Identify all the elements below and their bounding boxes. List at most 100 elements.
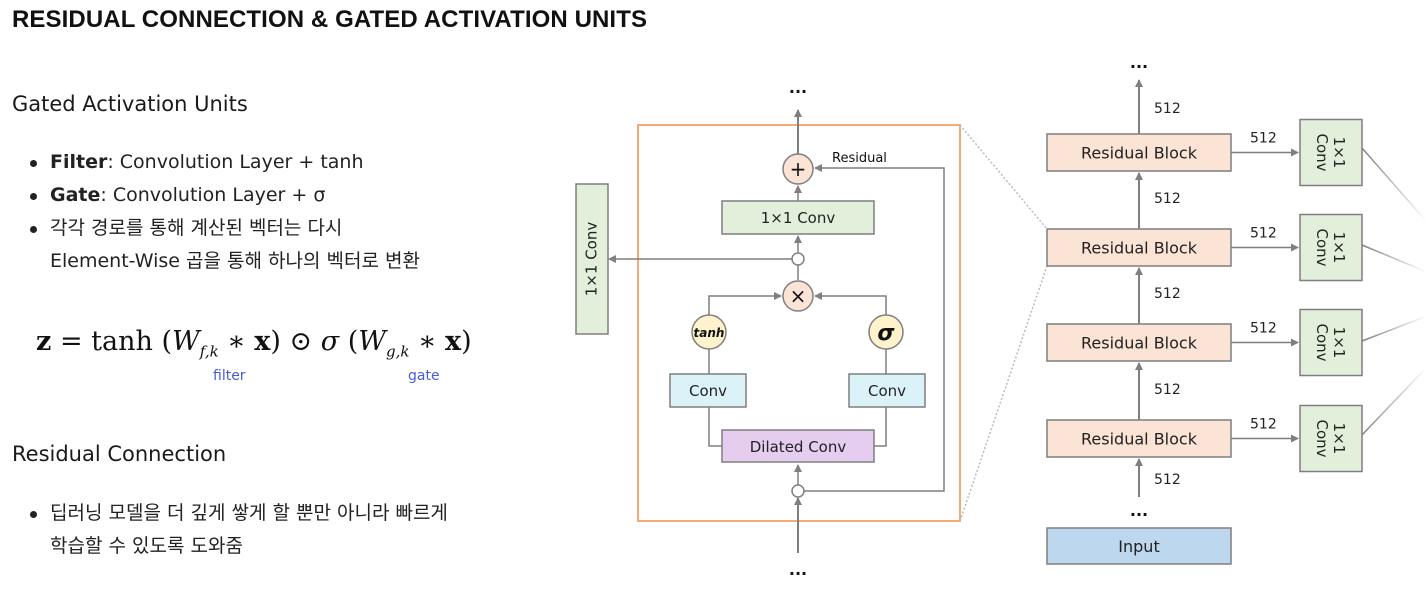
split-node: [791, 252, 805, 266]
sigma-branch-arrow: [814, 292, 887, 315]
formula-w-gate: W: [358, 326, 387, 357]
conv1x1-top-label: 1×1 Conv: [761, 209, 836, 227]
conv-left-label: Conv: [689, 382, 727, 400]
formula-tanh: tanh: [91, 326, 153, 357]
tanh-branch-arrow: [708, 292, 782, 315]
residual-block-label: Residual Block: [1081, 334, 1198, 353]
plus-icon: +: [790, 157, 807, 181]
residual-connection-bullets: 딥러닝 모델을 더 깊게 쌓게 할 뿐만 아니라 빠르게 학습할 수 있도록 도…: [14, 497, 448, 563]
up-dim-label: 512: [1154, 191, 1181, 207]
bullet-text: : Convolution Layer + σ: [100, 184, 326, 206]
residual-path: [798, 164, 945, 492]
bullet-dot: [30, 193, 37, 200]
bullet-dot: [30, 160, 37, 167]
stack-mid-ellipsis: ...: [1130, 501, 1148, 520]
skip-sum-line: [1361, 147, 1427, 223]
side-dim-label: 512: [1250, 131, 1277, 147]
formula-x: x: [254, 326, 271, 357]
bullet-text: 학습할 수 있도록 도와줌: [50, 535, 243, 557]
skip-conv1x1-label: 1×1Conv: [1313, 323, 1348, 361]
gated-activation-formula: z = tanh (Wf,k ∗ x) ⊙ σ (Wg,k ∗ x): [36, 326, 472, 360]
skip-sum-line: [1361, 315, 1427, 342]
stack-top-ellipsis: ...: [1130, 53, 1148, 72]
side-dim-label: 512: [1250, 226, 1277, 242]
formula-equals: =: [59, 326, 83, 357]
bullet-text: 딥러닝 모델을 더 깊게 쌓게 할 뿐만 아니라 빠르게: [50, 502, 448, 524]
formula-conv-op: ∗: [418, 326, 437, 357]
dilated-conv-label: Dilated Conv: [750, 438, 847, 456]
bottom-ellipsis: ...: [789, 560, 807, 579]
residual-block-label: Residual Block: [1081, 430, 1198, 449]
add-node: [782, 153, 814, 185]
bullet-text: 각각 경로를 통해 계산된 벡터는 다시: [50, 217, 343, 239]
input-box: [1046, 527, 1232, 565]
up-dim-label: 512: [1154, 286, 1181, 302]
formula-sub-filter: f,k: [199, 342, 219, 361]
gated-activation-heading: Gated Activation Units: [12, 92, 248, 116]
conv1x1-top-box: [721, 200, 875, 235]
up-dim-label: 512: [1154, 101, 1181, 117]
side-dim-label: 512: [1250, 321, 1277, 337]
skip-conv1x1-box: [1299, 118, 1363, 187]
formula-x: x: [445, 326, 462, 357]
up-dim-label: 512: [1154, 472, 1181, 488]
formula-w-filter: W: [172, 326, 200, 357]
input-split-node: [791, 484, 805, 498]
bullet-residual: 딥러닝 모델을 더 깊게 쌓게 할 뿐만 아니라 빠르게: [14, 497, 448, 530]
conv-right-box: [848, 373, 926, 408]
bullet-dot: [30, 226, 37, 233]
zoom-guide-bottom: [959, 265, 1048, 522]
tanh-label: tanh: [694, 326, 725, 340]
residual-connection-heading: Residual Connection: [12, 442, 227, 466]
input-label: Input: [1118, 537, 1159, 556]
page-title: RESIDUAL CONNECTION & GATED ACTIVATION U…: [12, 6, 648, 33]
conv-right-label: Conv: [868, 382, 906, 400]
bullet-text: Element-Wise 곱을 통해 하나의 벡터로 변환: [50, 250, 420, 272]
formula-odot: ⊙: [289, 326, 313, 357]
dilated-conv-box: [721, 429, 875, 463]
skip-conv1x1-label: 1×1Conv: [1313, 133, 1348, 171]
conv1x1-side-label: 1×1 Conv: [583, 222, 601, 297]
skip-conv1x1-box: [1299, 404, 1363, 473]
side-dim-label: 512: [1250, 417, 1277, 433]
formula-paren: (: [161, 326, 173, 357]
bullet-dot: [30, 511, 37, 518]
bullet-text: : Convolution Layer + tanh: [107, 151, 364, 173]
formula-sigma: σ: [320, 326, 340, 357]
multiply-node: [782, 280, 814, 312]
conv-left-box: [669, 373, 747, 408]
skip-sum-line: [1361, 366, 1427, 436]
bullet-gate: Gate: Convolution Layer + σ: [14, 179, 420, 212]
skip-conv1x1-label: 1×1Conv: [1313, 419, 1348, 457]
residual-block-label: Residual Block: [1081, 144, 1198, 163]
formula-filter-label: filter: [213, 368, 246, 384]
bullet-elementwise: 각각 경로를 통해 계산된 벡터는 다시: [14, 212, 420, 245]
zoom-guide-top: [959, 124, 1048, 230]
residual-block-detail: ... + Residual 1×1 Conv 1×1 Conv × tanh …: [515, 78, 961, 579]
times-icon: ×: [790, 284, 807, 308]
formula-paren: (: [347, 326, 359, 357]
formula-gate-label: gate: [408, 368, 440, 384]
residual-block-label: Residual Block: [1081, 239, 1198, 258]
bullet-continuation: Element-Wise 곱을 통해 하나의 벡터로 변환: [14, 245, 420, 278]
bullet-filter: Filter: Convolution Layer + tanh: [14, 146, 420, 179]
formula-z: z: [36, 326, 52, 357]
gated-activation-bullets: Filter: Convolution Layer + tanh Gate: C…: [14, 146, 420, 278]
residual-block-box: [1046, 323, 1232, 362]
formula-paren: ): [461, 326, 472, 357]
residual-label: Residual: [832, 151, 887, 166]
formula-sub-gate: g,k: [386, 342, 410, 361]
bullet-term: Filter: [50, 151, 108, 173]
dilated-to-right-line: [874, 407, 887, 447]
skip-sum-line: [1361, 244, 1427, 273]
formula-conv-op: ∗: [227, 326, 246, 357]
top-ellipsis: ...: [789, 78, 807, 97]
skip-conv1x1-box: [1299, 308, 1363, 377]
bullet-continuation: 학습할 수 있도록 도와줌: [14, 530, 448, 563]
up-dim-label: 512: [1154, 382, 1181, 398]
skip-sum-lines: [1361, 147, 1427, 436]
skip-conv1x1-label: 1×1Conv: [1313, 228, 1348, 266]
formula-paren: ): [270, 326, 281, 357]
